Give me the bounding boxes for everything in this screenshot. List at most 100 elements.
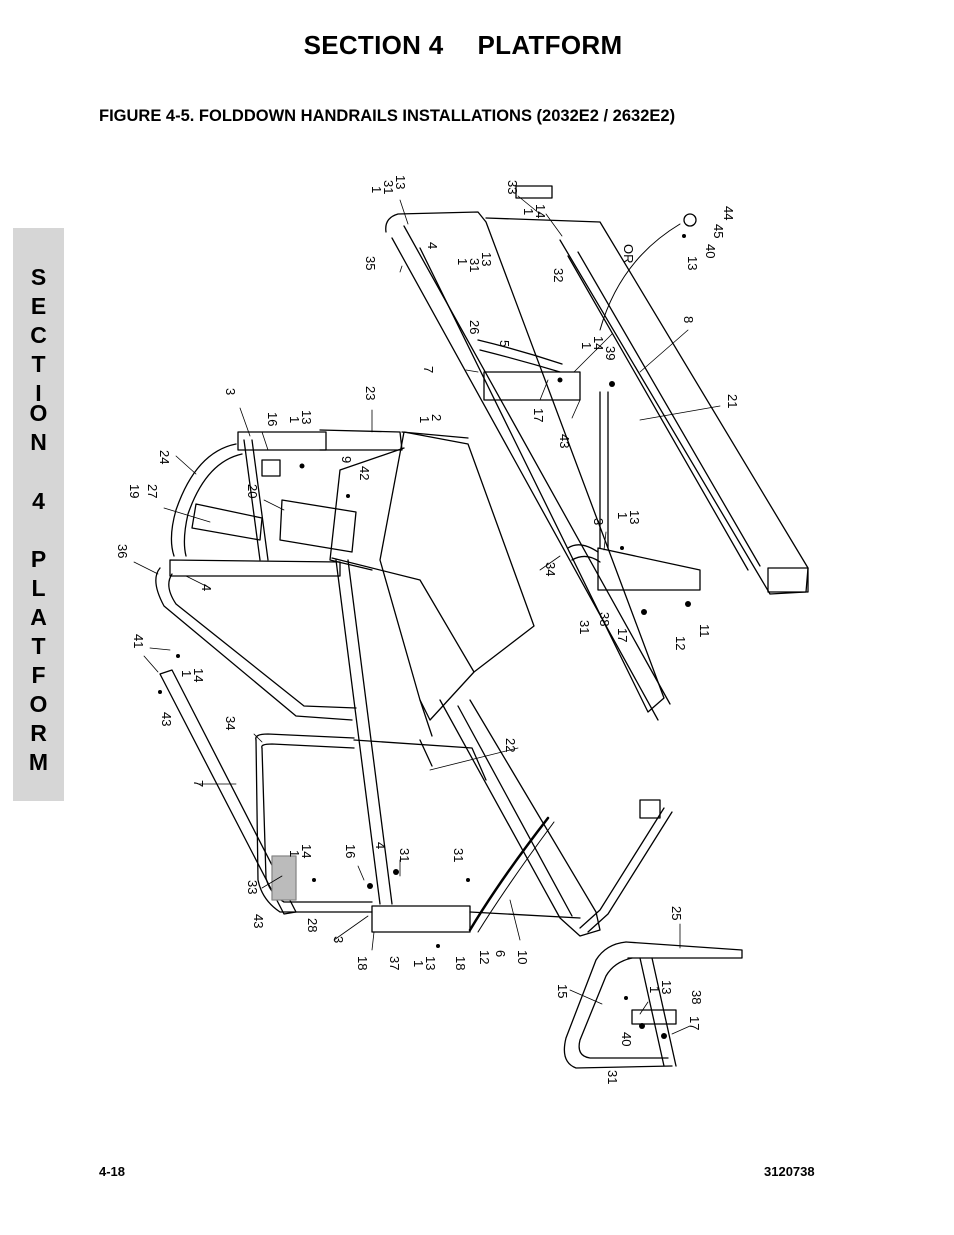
callout: 13 bbox=[393, 175, 408, 189]
callout: 16 bbox=[265, 412, 280, 426]
tab-letter: L bbox=[31, 575, 46, 601]
callout: 14 bbox=[191, 668, 206, 682]
tab-letter: P bbox=[30, 546, 47, 572]
callout: 27 bbox=[145, 484, 160, 498]
callout: 1 bbox=[369, 186, 384, 193]
callout: 31 bbox=[397, 848, 412, 862]
section-name: PLATFORM bbox=[477, 30, 623, 60]
callout: 14 bbox=[299, 844, 314, 858]
callout: 40 bbox=[619, 1032, 634, 1046]
callout: 23 bbox=[363, 386, 378, 400]
callout: OR bbox=[621, 244, 636, 264]
callout: 1 bbox=[287, 850, 302, 857]
callout: 26 bbox=[467, 320, 482, 334]
callout: 7 bbox=[191, 780, 206, 787]
tab-letter: T bbox=[31, 351, 46, 377]
callout: 12 bbox=[673, 636, 688, 650]
callout: 13 bbox=[423, 956, 438, 970]
callout: 38 bbox=[597, 612, 612, 626]
callout: 33 bbox=[245, 880, 260, 894]
callout: 19 bbox=[127, 484, 142, 498]
callout: 17 bbox=[615, 628, 630, 642]
callout: 12 bbox=[477, 950, 492, 964]
fastener-markers bbox=[158, 234, 691, 1039]
callout: 1 bbox=[287, 416, 302, 423]
callout: 4 bbox=[425, 242, 440, 249]
callout: 40 bbox=[703, 244, 718, 258]
callout: 31 bbox=[381, 180, 396, 194]
callout: 34 bbox=[223, 716, 238, 730]
tab-letter: A bbox=[30, 604, 47, 630]
tab-letter: S bbox=[30, 264, 47, 290]
section-number: SECTION 4 bbox=[303, 30, 444, 60]
callout: 17 bbox=[687, 1016, 702, 1030]
tab-letter: F bbox=[31, 662, 46, 688]
callout: 3 bbox=[591, 518, 606, 525]
tab-letter: M bbox=[28, 749, 49, 775]
callout: 1 bbox=[615, 512, 630, 519]
callout: 1 bbox=[521, 208, 536, 215]
callout: 24 bbox=[157, 450, 172, 464]
callout: 43 bbox=[557, 434, 572, 448]
callout: 14 bbox=[591, 336, 606, 350]
callout: 31 bbox=[605, 1070, 620, 1084]
callout: 33 bbox=[505, 180, 520, 194]
callout: 2 bbox=[429, 414, 444, 421]
callout: 28 bbox=[305, 918, 320, 932]
callout: 18 bbox=[453, 956, 468, 970]
callout: 13 bbox=[685, 256, 700, 270]
callout: 34 bbox=[543, 562, 558, 576]
section-side-tab: S E C T I O N 4 P L A T F O R M bbox=[13, 228, 64, 801]
callout: 10 bbox=[515, 950, 530, 964]
callout: 1 bbox=[579, 342, 594, 349]
callout: 13 bbox=[627, 510, 642, 524]
callout: 43 bbox=[159, 712, 174, 726]
callout: 39 bbox=[603, 346, 618, 360]
callout: 1 bbox=[179, 670, 194, 677]
callout: 1 bbox=[411, 960, 426, 967]
tab-letter: O bbox=[29, 691, 48, 717]
document-number: 3120738 bbox=[764, 1164, 815, 1179]
callout: 5 bbox=[497, 340, 512, 347]
callout: 4 bbox=[199, 584, 214, 591]
callout: 22 bbox=[503, 738, 518, 752]
tab-letter: E bbox=[30, 293, 47, 319]
tab-letter: C bbox=[30, 322, 47, 348]
tab-letter: I bbox=[35, 380, 42, 406]
figure-title: FIGURE 4-5. FOLDDOWN HANDRAILS INSTALLAT… bbox=[99, 107, 676, 125]
section-heading: SECTION 4 PLATFORM bbox=[0, 30, 926, 61]
callout: 25 bbox=[669, 906, 684, 920]
tab-letter: N bbox=[30, 429, 47, 455]
callout: 38 bbox=[689, 990, 704, 1004]
callout: 14 bbox=[533, 204, 548, 218]
callout: 45 bbox=[711, 224, 726, 238]
page-number: 4-18 bbox=[99, 1164, 126, 1179]
callout: 13 bbox=[479, 252, 494, 266]
callout: 31 bbox=[451, 848, 466, 862]
callout: 13 bbox=[299, 410, 314, 424]
tab-letter: O bbox=[29, 400, 48, 426]
tab-letter: 4 bbox=[32, 488, 45, 514]
callout: 1 bbox=[417, 416, 432, 423]
callout: 44 bbox=[721, 206, 736, 220]
callout: 4 bbox=[373, 842, 388, 849]
callout: 17 bbox=[531, 408, 546, 422]
callout: 3 bbox=[331, 936, 346, 943]
callout: 31 bbox=[577, 620, 592, 634]
callout: 8 bbox=[681, 316, 696, 323]
callout: 43 bbox=[251, 914, 266, 928]
callout: 20 bbox=[245, 484, 260, 498]
callout: 6 bbox=[493, 950, 508, 957]
callout: 16 bbox=[343, 844, 358, 858]
tab-letter: T bbox=[31, 633, 46, 659]
tab-letter: R bbox=[30, 720, 47, 746]
callout: 32 bbox=[551, 268, 566, 282]
callout: 37 bbox=[387, 956, 402, 970]
callout: 7 bbox=[421, 366, 436, 373]
callout: 36 bbox=[115, 544, 130, 558]
callout: 11 bbox=[697, 624, 712, 638]
diagram-linework bbox=[133, 185, 809, 1069]
callout: 13 bbox=[659, 980, 674, 994]
callout: 35 bbox=[363, 256, 378, 270]
